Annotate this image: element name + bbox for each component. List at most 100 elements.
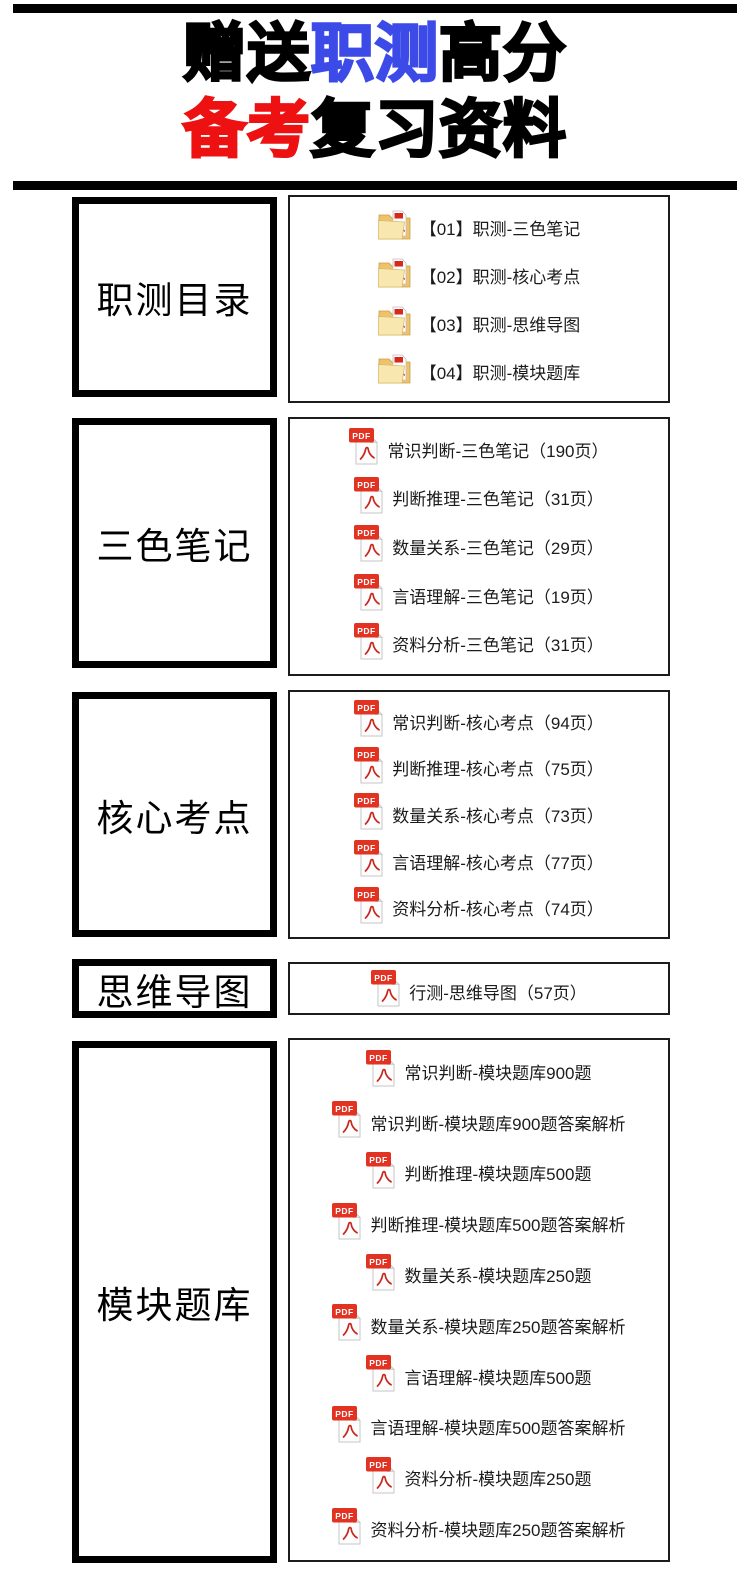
file-name: 言语理解-三色笔记（19页）	[392, 587, 604, 607]
svg-text:PDF: PDF	[370, 1155, 389, 1165]
section-label-box-siwei-daotu: 思维导图	[72, 959, 277, 1018]
top-black-bar	[13, 4, 737, 13]
title2-segment-0: 备考	[182, 95, 312, 165]
file-name: 【01】职测-三色笔记	[419, 219, 581, 239]
svg-text:PDF: PDF	[336, 1206, 355, 1216]
title2-segment-1: 复习资料	[310, 95, 568, 165]
title1-segment-2: 高分	[438, 19, 568, 89]
file-name: 常识判断-模块题库900题	[404, 1063, 592, 1083]
section-label-text: 三色笔记	[96, 527, 253, 568]
file-row: 【01】职测-三色笔记	[290, 208, 668, 247]
svg-text:PDF: PDF	[357, 889, 376, 899]
file-name: 常识判断-核心考点（94页）	[392, 713, 604, 733]
pdf-file-icon: PDF	[332, 1507, 362, 1550]
svg-text:PDF: PDF	[357, 480, 376, 490]
pdf-file-icon: PDF	[354, 793, 384, 835]
file-name: 判断推理-模块题库500题	[404, 1165, 592, 1185]
section-label-text: 思维导图	[96, 972, 253, 1014]
pdf-file-icon: PDF	[354, 746, 384, 789]
pdf-file-icon: PDF	[371, 970, 401, 1012]
file-name: 数量关系-核心考点（73页）	[392, 806, 604, 826]
file-name: 数量关系-三色笔记（29页）	[392, 538, 604, 558]
file-row: PDF 常识判断-模块题库900题答案解析	[290, 1101, 668, 1143]
file-row: 【04】职测-模块题库	[290, 352, 668, 391]
pdf-folder-icon	[377, 304, 411, 343]
file-row: 【02】职测-核心考点	[290, 256, 668, 295]
pdf-file-icon: PDF	[354, 622, 384, 665]
file-name: 常识判断-模块题库900题答案解析	[370, 1114, 626, 1134]
file-name: 言语理解-模块题库500题	[404, 1368, 592, 1388]
title-divider-bar	[13, 181, 737, 190]
pdf-folder-icon	[377, 208, 411, 247]
file-name: 【03】职测-思维导图	[419, 315, 581, 335]
file-list-panel-zhice-mulu: 【01】职测-三色笔记【02】职测-核心考点【03】职测-思维导图【04】职测-…	[288, 195, 670, 403]
svg-text:PDF: PDF	[336, 1409, 355, 1419]
pdf-folder-icon	[377, 256, 411, 295]
section-label-text: 职测目录	[96, 281, 253, 322]
file-name: 常识判断-三色笔记（190页）	[387, 441, 609, 461]
svg-text:PDF: PDF	[357, 750, 376, 760]
pdf-file-icon: PDF	[366, 1050, 396, 1092]
pdf-file-icon: PDF	[354, 476, 384, 519]
file-row: PDF 判断推理-三色笔记（31页）	[290, 476, 668, 519]
file-name: 资料分析-模块题库250题	[404, 1470, 592, 1490]
pdf-file-icon: PDF	[349, 428, 379, 470]
file-row: PDF 言语理解-核心考点（77页）	[290, 840, 668, 882]
file-row: PDF 资料分析-核心考点（74页）	[290, 886, 668, 929]
file-name: 【04】职测-模块题库	[419, 363, 581, 383]
file-list-panel-mokuai-tiku: PDF 常识判断-模块题库900题 PDF 常识判断-模块题库900题答案解析 PDF 判…	[288, 1038, 670, 1562]
svg-text:PDF: PDF	[374, 973, 393, 983]
svg-text:PDF: PDF	[357, 625, 376, 635]
file-row: PDF 判断推理-核心考点（75页）	[290, 746, 668, 789]
svg-text:PDF: PDF	[370, 1358, 389, 1368]
file-row: PDF 判断推理-模块题库500题	[290, 1151, 668, 1194]
file-row: PDF 言语理解-模块题库500题答案解析	[290, 1405, 668, 1448]
section-label-box-mokuai-tiku: 模块题库	[72, 1041, 277, 1563]
svg-text:PDF: PDF	[357, 528, 376, 538]
pdf-file-icon: PDF	[332, 1202, 362, 1245]
file-row: 【03】职测-思维导图	[290, 304, 668, 343]
svg-text:PDF: PDF	[336, 1307, 355, 1317]
file-row: PDF 判断推理-模块题库500题答案解析	[290, 1202, 668, 1245]
file-row: PDF 言语理解-三色笔记（19页）	[290, 574, 668, 616]
pdf-file-icon: PDF	[366, 1253, 396, 1296]
file-name: 资料分析-模块题库250题答案解析	[370, 1521, 626, 1541]
file-name: 数量关系-模块题库250题答案解析	[370, 1317, 626, 1337]
pdf-file-icon: PDF	[366, 1355, 396, 1397]
file-row: PDF 数量关系-核心考点（73页）	[290, 793, 668, 835]
pdf-file-icon: PDF	[332, 1101, 362, 1143]
file-row: PDF 常识判断-核心考点（94页）	[290, 700, 668, 742]
pdf-file-icon: PDF	[354, 574, 384, 616]
section-label-box-sanse-biji: 三色笔记	[72, 418, 277, 668]
file-name: 判断推理-核心考点（75页）	[392, 760, 604, 780]
svg-text:PDF: PDF	[336, 1510, 355, 1520]
svg-text:PDF: PDF	[353, 431, 372, 441]
svg-text:PDF: PDF	[357, 703, 376, 713]
file-list-panel-siwei-daotu: PDF 行测-思维导图（57页）	[288, 962, 670, 1015]
page-title-line-1: 赠送职测高分	[0, 19, 750, 89]
file-name: 判断推理-模块题库500题答案解析	[370, 1216, 626, 1236]
svg-text:PDF: PDF	[357, 843, 376, 853]
file-name: 行测-思维导图（57页）	[409, 983, 587, 1003]
file-row: PDF 常识判断-模块题库900题	[290, 1050, 668, 1092]
pdf-file-icon: PDF	[332, 1304, 362, 1346]
svg-text:PDF: PDF	[370, 1053, 389, 1063]
file-row: PDF 常识判断-三色笔记（190页）	[290, 428, 668, 470]
file-row: PDF 数量关系-三色笔记（29页）	[290, 525, 668, 567]
svg-text:PDF: PDF	[370, 1460, 389, 1470]
svg-text:PDF: PDF	[357, 796, 376, 806]
pdf-file-icon: PDF	[366, 1456, 396, 1499]
section-label-box-hexin-kaodian: 核心考点	[72, 692, 277, 937]
file-name: 言语理解-模块题库500题答案解析	[370, 1419, 626, 1439]
file-name: 资料分析-核心考点（74页）	[392, 900, 604, 920]
section-label-text: 模块题库	[96, 1286, 253, 1327]
file-list-panel-sanse-biji: PDF 常识判断-三色笔记（190页） PDF 判断推理-三色笔记（31页） PDF 数量…	[288, 417, 670, 676]
file-row: PDF 数量关系-模块题库250题答案解析	[290, 1304, 668, 1346]
file-name: 言语理解-核心考点（77页）	[392, 853, 604, 873]
pdf-folder-icon	[377, 352, 411, 391]
svg-text:PDF: PDF	[336, 1104, 355, 1114]
svg-text:PDF: PDF	[370, 1256, 389, 1266]
pdf-file-icon: PDF	[354, 525, 384, 567]
file-name: 判断推理-三色笔记（31页）	[392, 490, 604, 510]
